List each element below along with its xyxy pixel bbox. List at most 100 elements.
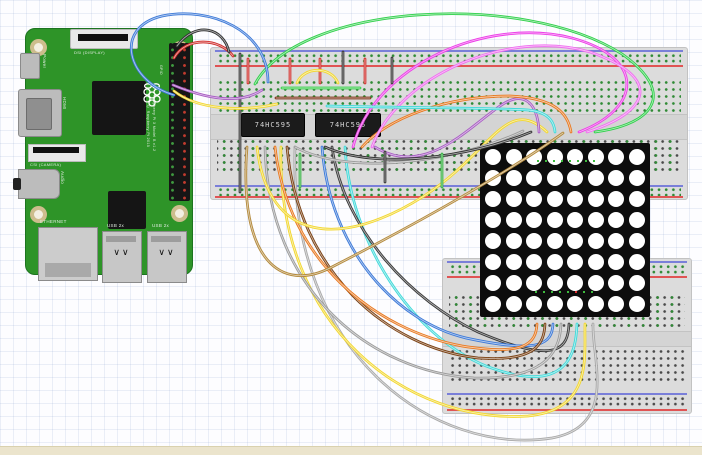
led (567, 232, 584, 249)
wire-tan-to-pin4[interactable] (244, 131, 565, 278)
led (628, 190, 645, 207)
led (526, 232, 543, 249)
wire-magenta-to-pin6[interactable] (351, 31, 629, 149)
led (485, 211, 502, 228)
led (567, 190, 584, 207)
wire-brown-to-bb2[interactable] (285, 145, 547, 360)
indicator-dot (576, 160, 580, 163)
indicator-dot (568, 160, 572, 163)
led (505, 169, 522, 186)
wire-purple-to-pin1[interactable] (373, 97, 541, 159)
led (567, 295, 584, 312)
pi-gpio-header[interactable] (169, 43, 190, 201)
indicator-dot (542, 291, 546, 294)
pi-usb-right-port: ∨∨ (147, 231, 187, 283)
pi-hdmi-inner (26, 98, 52, 130)
wire-pi-purple[interactable] (171, 83, 264, 100)
wire-gray-to-bb2[interactable] (263, 145, 563, 380)
led-grid (483, 146, 647, 314)
led (628, 253, 645, 270)
matrix-top-indicator-dots (537, 160, 596, 163)
ic2-label: 74HC595 (329, 121, 367, 129)
indicator-dot (592, 160, 596, 163)
led (587, 295, 604, 312)
pi-dsi-connector (70, 29, 138, 49)
led (587, 232, 604, 249)
led (608, 274, 625, 291)
pi-csi-connector (28, 144, 86, 162)
wire-pink-to-pin7[interactable] (370, 44, 642, 149)
wire-blue-to-bb2[interactable] (320, 145, 555, 348)
raspberry-pi-board[interactable]: Power DSI (DISPLAY) HDMI GPIO Ras (13, 28, 193, 283)
wire-yellow-to-bb2[interactable] (279, 145, 587, 418)
led (567, 169, 584, 186)
led (546, 211, 563, 228)
wire-gray2-to-bb2[interactable] (293, 145, 599, 442)
ic1-label: 74HC595 (254, 121, 292, 129)
pi-usb-right-pins: ∨∨ (158, 247, 176, 257)
led (505, 295, 522, 312)
pi-csi-slot (33, 147, 79, 153)
pi-usb-left-port: ∨∨ (102, 231, 142, 283)
bb1-bottom-rail-holes (217, 187, 681, 196)
pi-dsi-slot (78, 34, 128, 41)
pi-usb-right-label: USB 2x (152, 223, 170, 228)
wire-pi-gnd-black[interactable] (175, 28, 231, 54)
pi-mount-hole (30, 206, 47, 223)
wire-pi-yellow[interactable] (172, 89, 279, 110)
pi-mount-hole (171, 205, 188, 222)
bb1-bottom-blue-rail-line (215, 185, 683, 187)
ic-74hc595-1[interactable]: 74HC595 (241, 113, 305, 137)
wire-black-to-top[interactable] (323, 130, 533, 161)
led-matrix-8x8[interactable] (480, 143, 650, 317)
wire-yellow-to-pin2[interactable] (255, 118, 549, 231)
wire-yellow-arc[interactable] (295, 68, 340, 85)
led (628, 211, 645, 228)
indicator-dot (558, 291, 562, 294)
indicator-dot (582, 291, 586, 294)
led (505, 232, 522, 249)
indicator-dot (584, 160, 588, 163)
led (587, 274, 604, 291)
wire-black-to-bb2[interactable] (330, 145, 571, 353)
led (567, 274, 584, 291)
led (505, 190, 522, 207)
led (485, 295, 502, 312)
wire-pi-blue[interactable] (130, 12, 270, 97)
led (485, 232, 502, 249)
pi-usb-left-inner (106, 236, 136, 242)
led (628, 169, 645, 186)
led (628, 232, 645, 249)
led (526, 169, 543, 186)
wire-cyan-bus[interactable] (325, 104, 557, 134)
led (546, 169, 563, 186)
bottom-strip (0, 446, 702, 455)
indicator-dot (552, 160, 556, 163)
pi-copyright-label: © Raspberry Pi 2015 (146, 105, 150, 148)
led (587, 169, 604, 186)
led (608, 253, 625, 270)
led (608, 295, 625, 312)
led (628, 274, 645, 291)
led (546, 253, 563, 270)
matrix-bottom-indicator-dots (535, 291, 594, 294)
wire-green-to-pin8[interactable] (253, 12, 655, 134)
led (526, 295, 543, 312)
led (505, 148, 522, 165)
pi-ethernet-inner (45, 263, 91, 277)
led (526, 211, 543, 228)
ic-74hc595-2[interactable]: 74HC595 (315, 113, 381, 137)
pi-lan-chip (108, 191, 146, 229)
wire-gray-to-top[interactable] (293, 129, 525, 165)
pi-ethernet-label: ETHERNET (40, 219, 67, 224)
led (608, 190, 625, 207)
led (505, 274, 522, 291)
led (608, 211, 625, 228)
wire-orange-to-pin5[interactable] (360, 94, 573, 149)
led (505, 253, 522, 270)
led (546, 148, 563, 165)
bb1-bottom-red-rail-line (215, 196, 683, 198)
bb2-bottom-red-rail-line (447, 409, 687, 411)
led (546, 232, 563, 249)
